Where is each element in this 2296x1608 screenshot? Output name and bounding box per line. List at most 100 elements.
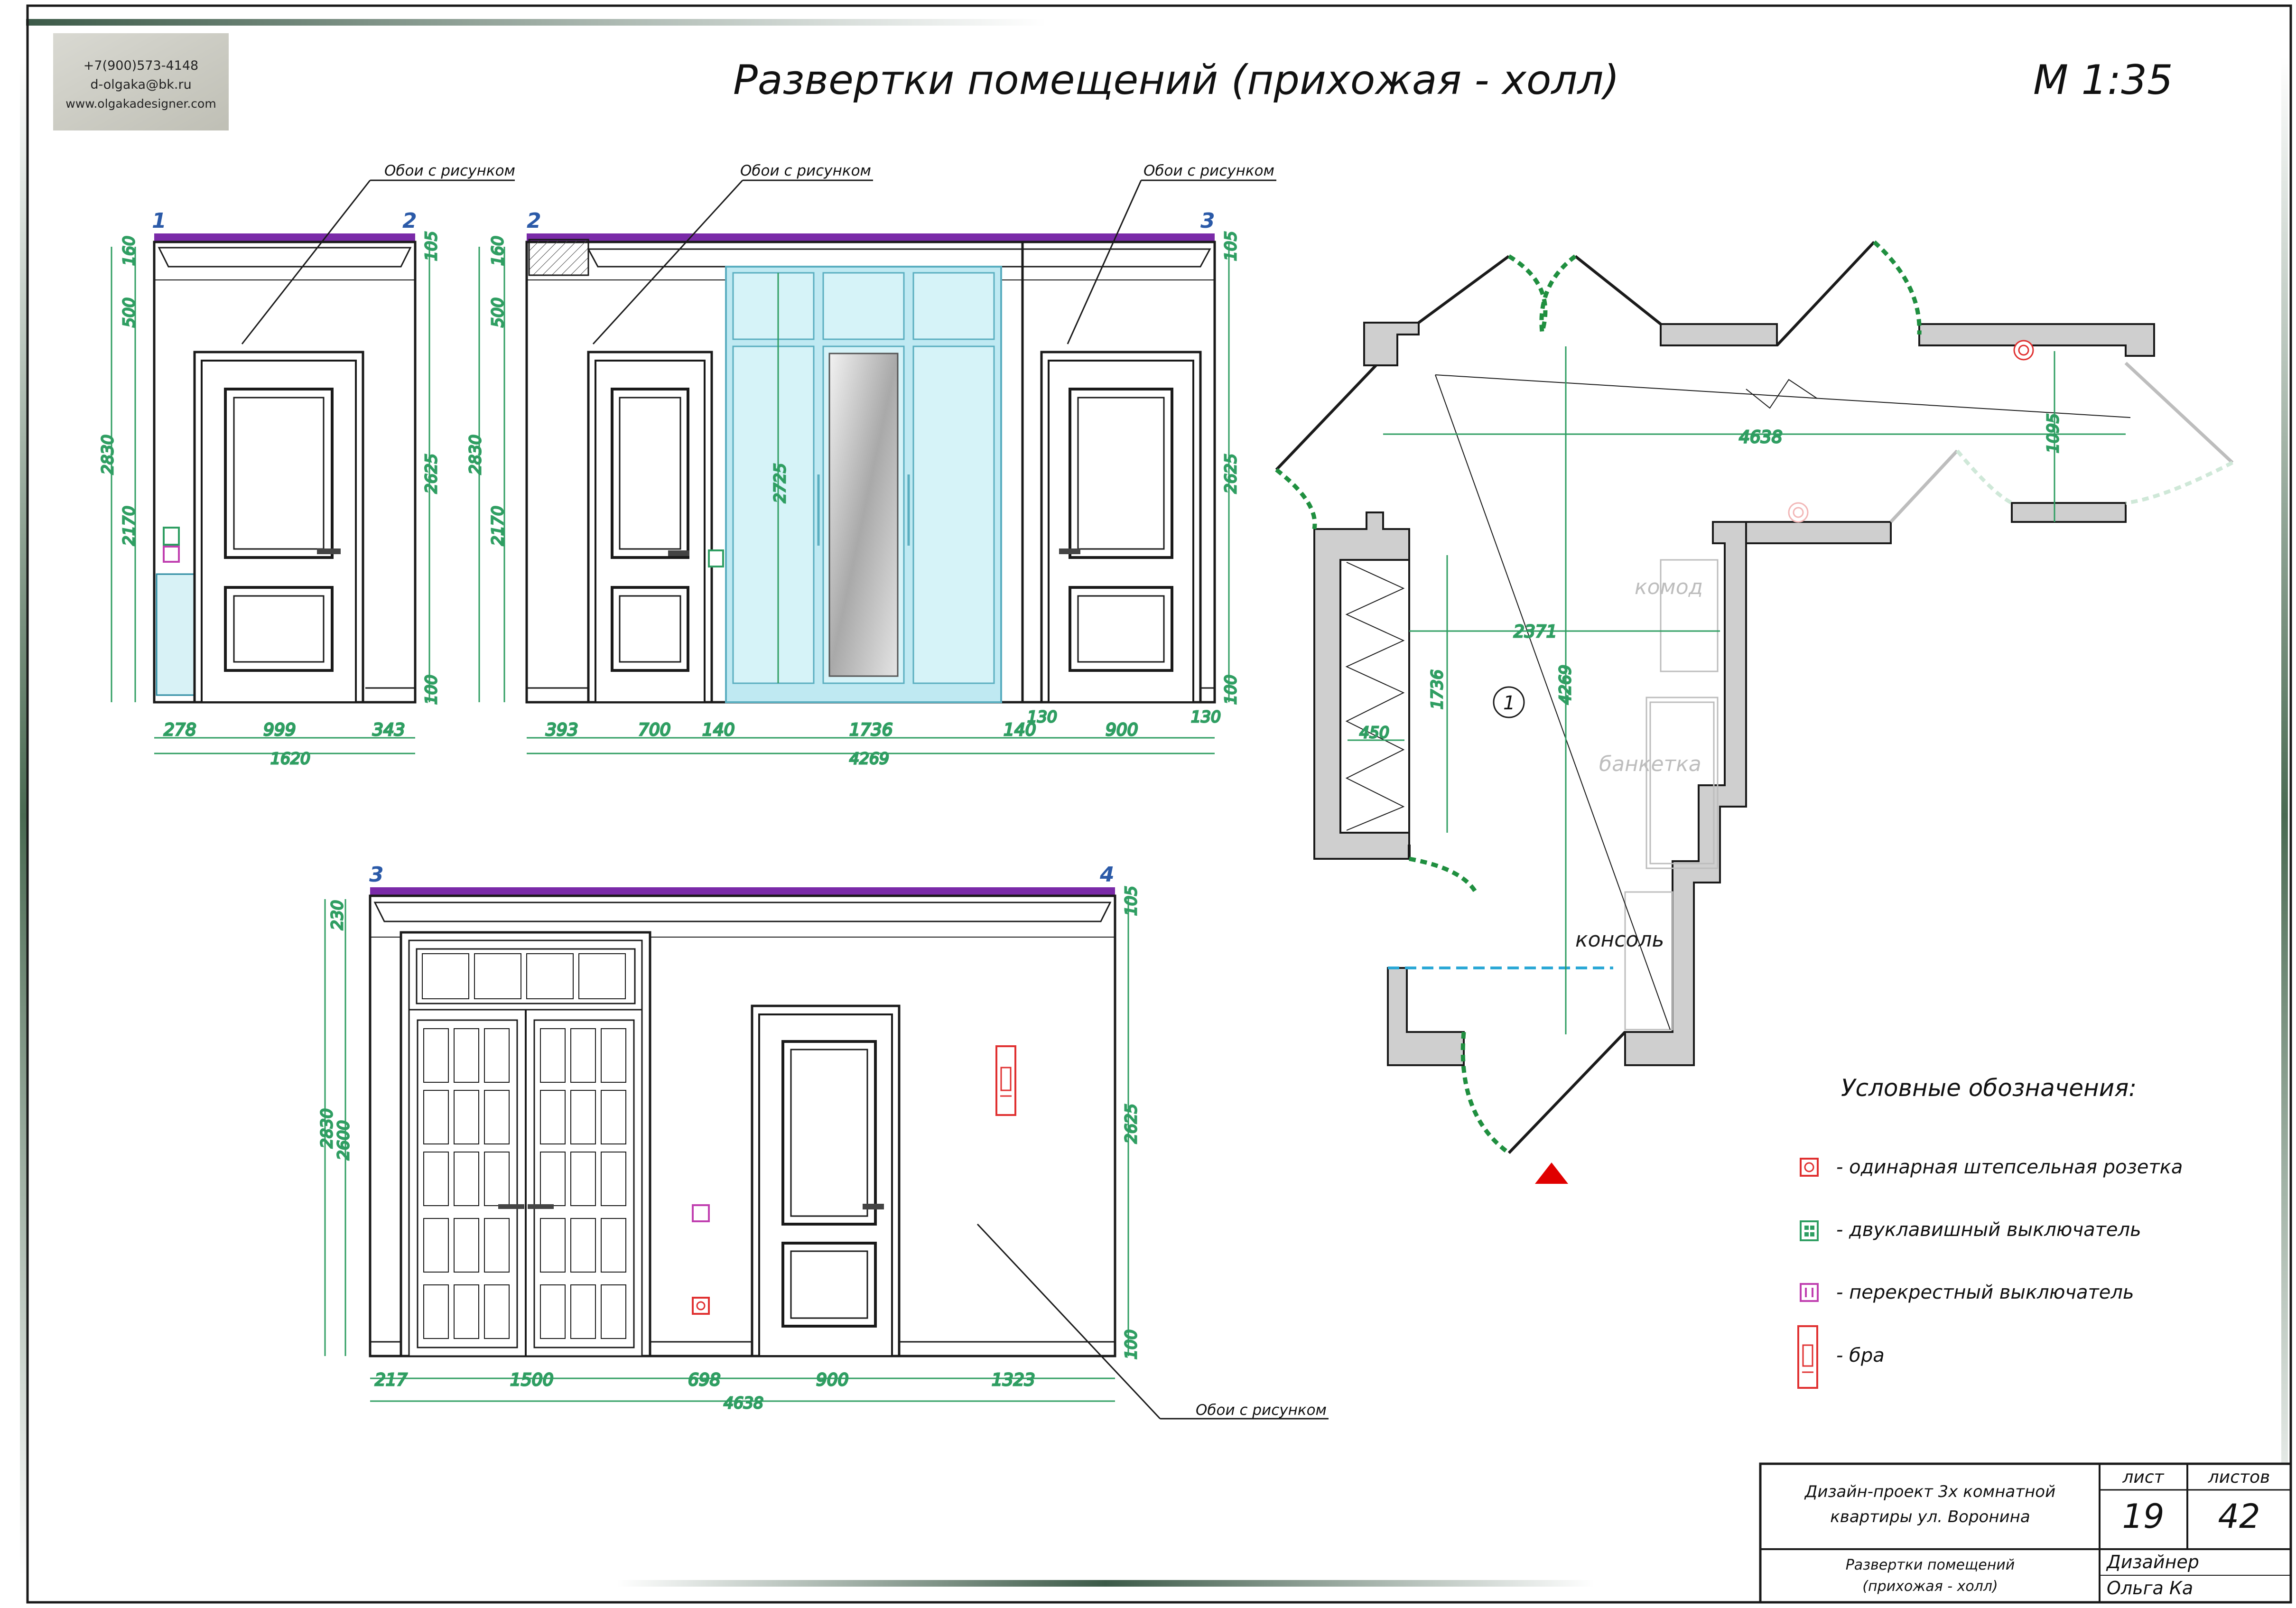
elevation-1-2-dimensions: 2830 160 500 2170 2625 105 100 278 999 3… [98, 231, 441, 769]
dim-right-top: 105 [1122, 886, 1140, 916]
double-switch-icon [1800, 1220, 1819, 1241]
closet [1339, 559, 1410, 834]
dim-wardrobe-height: 2725 [771, 463, 789, 503]
sheets-label: листов [2208, 1468, 2270, 1487]
dim-total-width: 4638 [724, 1394, 763, 1412]
leader-line [976, 1223, 1161, 1420]
legend-title: Условные обозначения: [1841, 1074, 2137, 1102]
dim-width: 393 [546, 720, 578, 740]
leader-line [1067, 180, 1142, 344]
dim-right-height: 2625 [422, 454, 440, 493]
dim-plinth: 100 [1221, 675, 1240, 705]
mirror [828, 353, 899, 677]
page-title: Развертки помещений (прихожая - холл) [733, 56, 1619, 104]
section-mark: 3 [1200, 209, 1215, 233]
plan-dim: 4269 [1556, 665, 1574, 705]
cornice-strip [154, 233, 415, 242]
callout-label: Обои с рисунком [740, 162, 871, 179]
dim-right-top: 105 [422, 231, 440, 261]
dim-above-door: 500 [120, 297, 138, 327]
dim-width: 343 [372, 720, 405, 740]
sheet-label: лист [2122, 1468, 2164, 1487]
contact-site: www.olgakadesigner.com [65, 97, 216, 111]
door-handle [668, 550, 689, 556]
dim-width: 130 [1191, 707, 1221, 726]
project-address: квартиры ул. Воронина [1830, 1507, 2030, 1526]
dim-portal-height: 2600 [334, 1120, 353, 1160]
section-mark: 4 [1099, 863, 1115, 887]
legend-item: - перекрестный выключатель [1836, 1282, 2134, 1303]
section-mark: 1 [152, 209, 167, 233]
dim-cornice: 160 [488, 236, 507, 266]
contact-logo: +7(900)573-4148 d-olgaka@bk.ru www.olgak… [53, 33, 229, 130]
cross-switch-icon [163, 546, 180, 563]
sheets-total: 42 [2218, 1497, 2260, 1536]
plan-label-bench: банкетка [1599, 752, 1701, 776]
contact-email: d-olgaka@bk.ru [90, 77, 191, 92]
dim-width: 1736 [849, 720, 893, 740]
cornice-strip [370, 887, 1115, 896]
sheet-number: 19 [2122, 1497, 2164, 1536]
dim-width: 999 [263, 720, 296, 740]
view-mark: 1 [1503, 692, 1515, 714]
plan-label-console: консоль [1575, 928, 1664, 952]
elevation-3-4-dimensions: 2830 230 2600 2625 105 100 217 1500 698 … [317, 885, 1141, 1413]
dim-plinth: 100 [422, 675, 440, 705]
dim-width: 700 [638, 720, 671, 740]
wall-panel [156, 573, 198, 696]
designer-name: Ольга Ка [2107, 1578, 2193, 1599]
callout-label: Обои с рисунком [1196, 1402, 1327, 1419]
dim-total-width: 4269 [849, 749, 889, 768]
frame-bottom-stripe [617, 1580, 1594, 1587]
drawing-name-sub: (прихожая - холл) [1862, 1578, 1998, 1595]
dim-cornice: 230 [328, 900, 346, 930]
cornice [373, 902, 1112, 922]
cornice [158, 247, 412, 268]
dim-width: 278 [164, 720, 196, 740]
dim-width: 900 [1106, 720, 1138, 740]
door-handle [317, 548, 341, 554]
plan-dim: 1095 [2044, 413, 2062, 453]
section-mark: 2 [402, 209, 417, 233]
leader-line [592, 179, 744, 345]
glass-panes [423, 1028, 626, 1339]
designer-label: Дизайнер [2106, 1552, 2199, 1572]
door-handle [863, 1204, 884, 1209]
frame-right-stripe [2281, 57, 2288, 1575]
legend-item: - одинарная штепсельная розетка [1836, 1156, 2183, 1178]
cross-switch-icon [1800, 1283, 1819, 1302]
dim-width: 140 [702, 720, 735, 740]
dim-width: 1323 [992, 1370, 1035, 1390]
plan-furniture [1624, 559, 1719, 1031]
callout-label: Обои с рисунком [384, 162, 515, 179]
legend-item: - двуклавишный выключатель [1836, 1219, 2141, 1241]
cornice-strip [527, 233, 1215, 242]
dim-door-height: 2170 [488, 506, 507, 546]
drawing-name: Развертки помещений [1846, 1557, 2015, 1573]
plan-dim: 4638 [1739, 428, 1783, 447]
frame-top-stripe [26, 19, 1046, 26]
project-name: Дизайн-проект 3х комнатной [1804, 1482, 2055, 1501]
dim-width: 130 [1027, 707, 1057, 726]
elevation-3-4: 3 4 Обои с рисунком [369, 863, 1329, 1420]
door-handle [1059, 548, 1080, 554]
double-switch-icon [708, 549, 724, 567]
dim-width: 900 [816, 1370, 849, 1390]
elevation-1-2: 1 2 Обои с рисунком [152, 162, 515, 704]
door-with-casing [193, 351, 364, 704]
dim-width: 1500 [510, 1370, 554, 1390]
dim-height: 2830 [98, 435, 117, 474]
socket-icon [1800, 1158, 1819, 1177]
title-block: Дизайн-проект 3х комнатной квартиры ул. … [1759, 1462, 2292, 1604]
dim-plinth: 100 [1122, 1329, 1140, 1359]
entry-arrow [1535, 1162, 1568, 1184]
door-with-casing [1040, 351, 1202, 704]
leader-line [241, 180, 371, 344]
section-mark: 2 [527, 209, 541, 233]
plan-socket-icons [1788, 340, 2034, 523]
legend-item: - бра [1836, 1345, 1885, 1366]
sconce-icon [1797, 1325, 1818, 1389]
dim-height: 2830 [466, 435, 484, 474]
dim-width: 698 [688, 1370, 721, 1390]
